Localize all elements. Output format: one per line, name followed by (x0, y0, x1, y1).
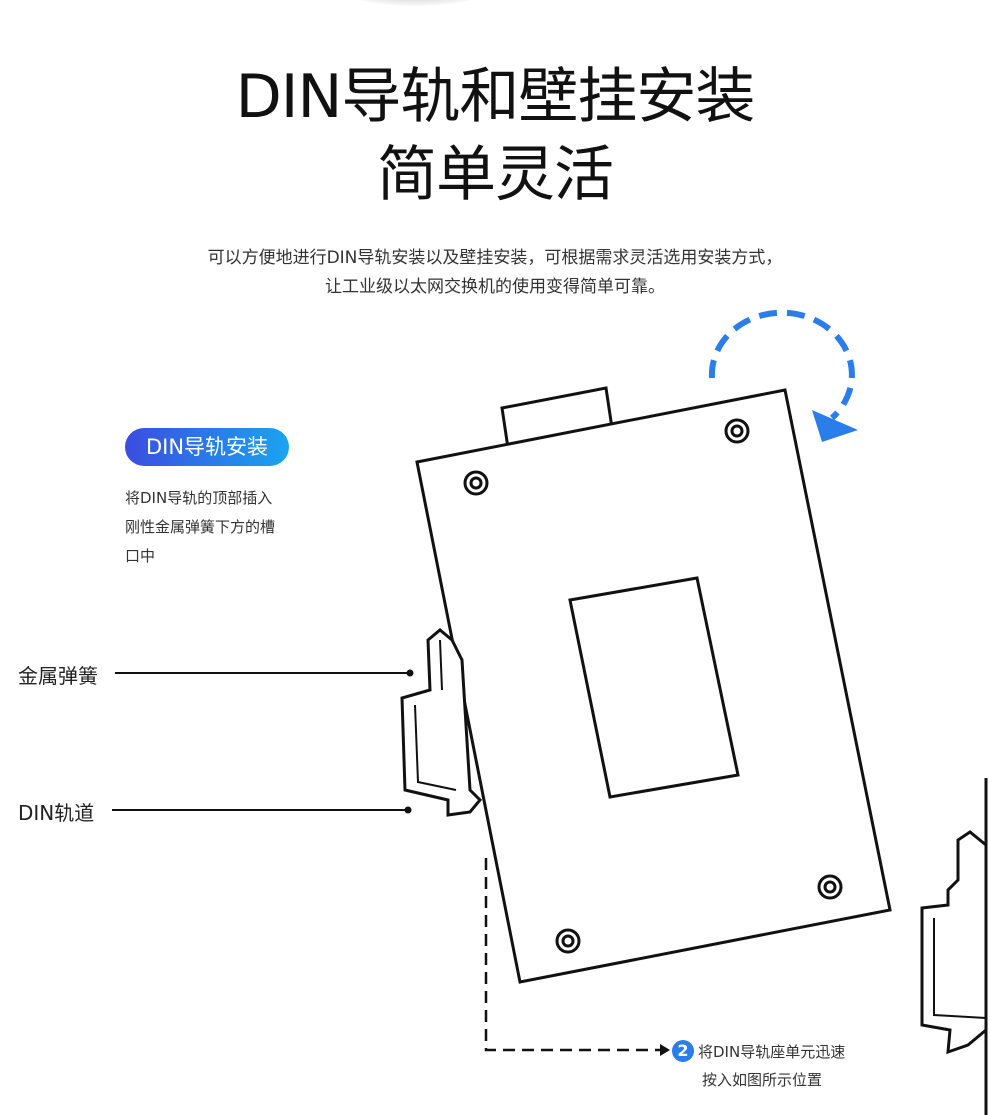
step-line2: 按入如图所示位置 (702, 1071, 823, 1089)
screw-icons (463, 418, 843, 954)
din-rail-left (400, 628, 483, 817)
callout-rail: DIN轨道 (18, 801, 95, 825)
description-line2: 让工业级以太网交换机的使用变得简单可靠。 (325, 277, 665, 297)
description: 可以方便地进行DIN导轨安装以及壁挂安装，可根据需求灵活选用安装方式， 让工业级… (0, 244, 990, 302)
dashed-guide-arrow (484, 858, 660, 1052)
section-note: 将DIN导轨的顶部插入 刚性金属弹簧下方的槽 口中 (125, 484, 315, 571)
note-line: 刚性金属弹簧下方的槽 (125, 518, 276, 536)
device-label-window (568, 576, 740, 799)
callout-spring: 金属弹簧 (18, 664, 98, 688)
step-line1: 将DIN导轨座单元迅速 (698, 1043, 846, 1061)
section-badge: DIN导轨安装 (125, 428, 289, 466)
description-line1: 可以方便地进行DIN导轨安装以及壁挂安装，可根据需求灵活选用安装方式， (207, 248, 783, 268)
rotate-arrow-icon (708, 309, 855, 421)
arrow-head-icon (812, 410, 858, 442)
note-line: 口中 (125, 547, 156, 565)
top-shadow (340, 0, 490, 6)
page-title-line2: 简单灵活 (377, 140, 614, 210)
note-line: 将DIN导轨的顶部插入 (125, 489, 273, 507)
din-rail-right (920, 830, 987, 1055)
page-title-line1: DIN导轨和壁挂安装 (235, 62, 756, 132)
step-number-badge: 2 (672, 1040, 694, 1062)
